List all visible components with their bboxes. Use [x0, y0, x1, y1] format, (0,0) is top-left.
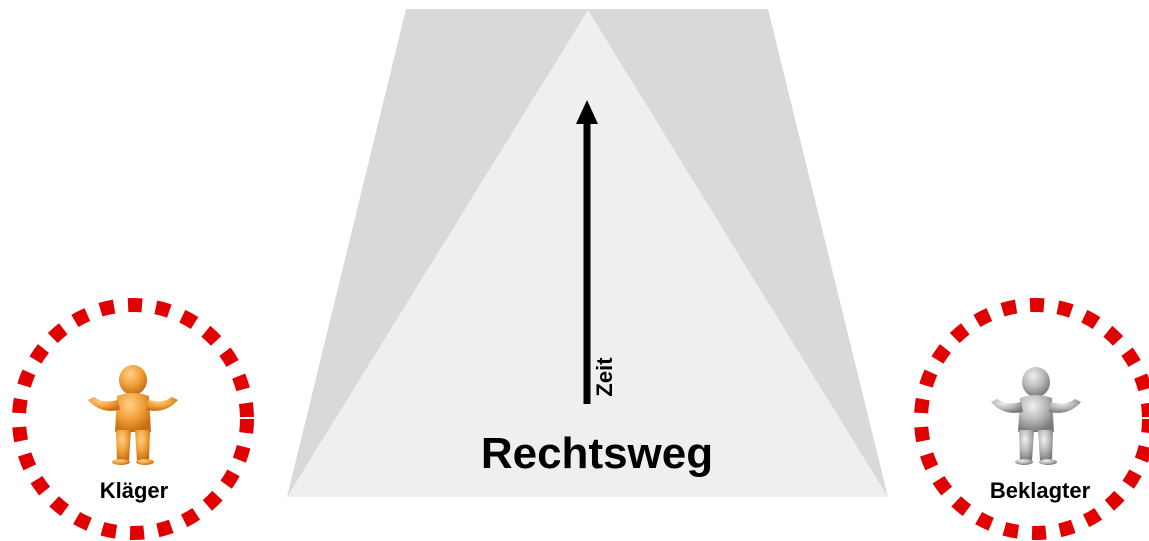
- defendant-person-icon: [991, 367, 1081, 465]
- time-label: Zeit: [592, 357, 617, 397]
- defendant-ring: [914, 298, 1149, 540]
- plaintiff-label: Kläger: [100, 478, 169, 503]
- defendant-group: Beklagter: [914, 298, 1149, 540]
- plaintiff-ring: [12, 298, 254, 540]
- plaintiff-group: Kläger: [12, 298, 254, 540]
- plaintiff-person-icon: [88, 365, 178, 465]
- center-label: Rechtsweg: [481, 429, 713, 478]
- time-arrow: [576, 100, 598, 404]
- defendant-label: Beklagter: [990, 478, 1091, 503]
